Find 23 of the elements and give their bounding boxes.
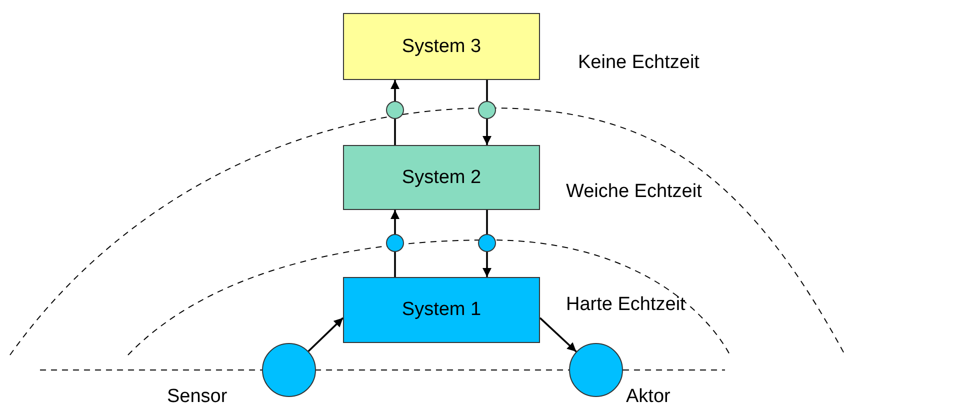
system-label: System 2 [402,166,482,188]
connection-point [478,234,496,252]
zone-label: Harte Echtzeit [566,294,686,316]
arrow [482,252,492,277]
arrow [308,317,344,352]
node-label: Aktor [626,386,670,408]
connection-point [386,101,404,119]
arrow [539,317,577,352]
connection-point [478,101,496,119]
sensor-circle [262,343,316,397]
system-label: System 3 [402,36,482,58]
system-box [343,277,540,343]
arrow [390,210,400,234]
connection-point [386,234,404,252]
zone-label: Weiche Echtzeit [566,181,702,203]
arrow [390,80,400,101]
actuator-circle [569,343,623,397]
system-box [343,145,540,210]
arrow [482,119,492,145]
node-label: Sensor [167,386,228,408]
system-box [343,13,540,80]
system-label: System 1 [402,299,482,321]
zone-label: Keine Echtzeit [578,52,700,74]
